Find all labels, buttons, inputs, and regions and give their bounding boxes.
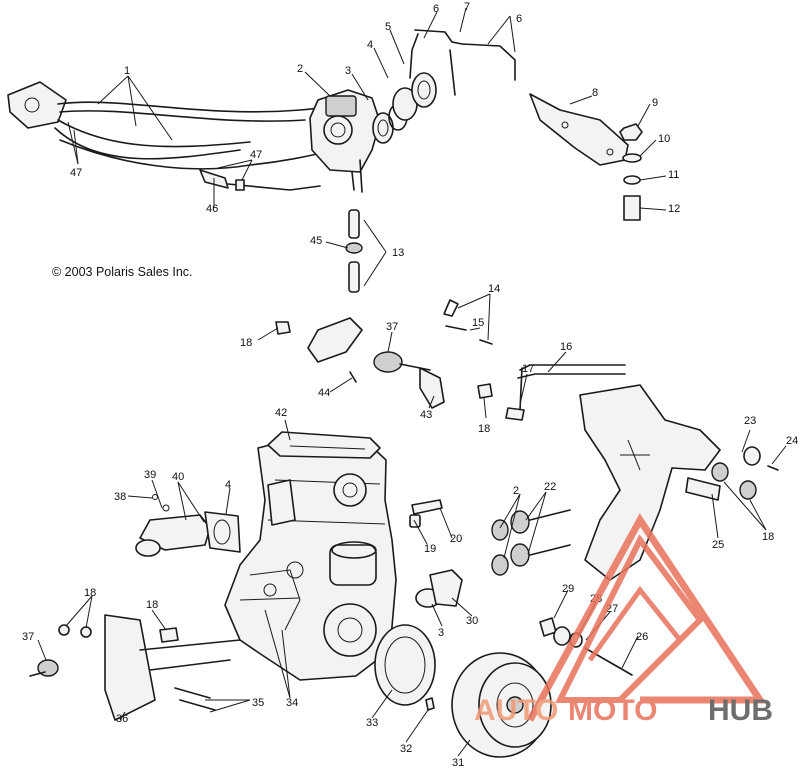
callout-39: 39 <box>144 469 156 481</box>
exhaust-manifold <box>135 494 241 557</box>
carb-rings <box>372 72 437 144</box>
callout-18b: 18 <box>478 423 490 435</box>
callout-22: 22 <box>544 481 556 493</box>
mount-bracket-top <box>529 93 629 166</box>
callout-6: 6 <box>433 3 439 15</box>
leader-lines <box>37 7 787 757</box>
callout-18a: 18 <box>240 337 252 349</box>
carburetor <box>309 89 381 193</box>
cable-adjuster <box>199 169 321 191</box>
callout-18e: 18 <box>146 599 158 611</box>
callout-40: 40 <box>172 471 184 483</box>
callout-15: 15 <box>472 317 484 329</box>
callout-2: 2 <box>297 63 303 75</box>
callout-33: 33 <box>366 717 378 729</box>
callout-8: 8 <box>592 87 598 99</box>
callout-7: 7 <box>464 1 470 13</box>
throttle-cables <box>7 81 346 170</box>
boot-and-clamp <box>345 209 363 293</box>
callout-1: 1 <box>124 65 130 77</box>
watermark-logo: AUTO MOTO HUB <box>474 513 773 727</box>
watermark-moto: MOTO <box>568 694 657 727</box>
watermark-auto: AUTO <box>474 694 558 727</box>
shift-rod <box>505 364 626 421</box>
callout-12: 12 <box>668 203 680 215</box>
callout-24: 24 <box>786 435 798 447</box>
callout-36: 36 <box>116 713 128 725</box>
engine-mounts <box>491 509 633 676</box>
callout-4: 4 <box>367 39 373 51</box>
callout-37b: 37 <box>22 631 34 643</box>
callout-26: 26 <box>636 631 648 643</box>
upper-mount-plate <box>275 299 493 409</box>
callout-19: 19 <box>424 543 436 555</box>
lower-engine-bracket <box>29 614 241 721</box>
callout-14: 14 <box>488 283 500 295</box>
callout-20: 20 <box>450 533 462 545</box>
engine-assembly <box>224 431 397 681</box>
callout-32: 32 <box>400 743 412 755</box>
callout-13: 13 <box>392 247 404 259</box>
callout-6b: 6 <box>516 13 522 25</box>
callout-46: 46 <box>206 203 218 215</box>
callout-47a: 47 <box>250 149 262 161</box>
drive-covers <box>374 499 463 711</box>
drive-clutch <box>451 652 552 758</box>
callout-43: 43 <box>420 409 432 421</box>
callout-38: 38 <box>114 491 126 503</box>
callout-31: 31 <box>452 757 464 769</box>
callout-4b: 4 <box>225 479 231 491</box>
callout-18d: 18 <box>84 587 96 599</box>
callout-30: 30 <box>466 615 478 627</box>
watermark-hub: HUB <box>708 694 773 727</box>
callout-25: 25 <box>712 539 724 551</box>
nut-washer-stack <box>619 123 643 221</box>
callout-3: 3 <box>345 65 351 77</box>
callout-11: 11 <box>668 169 679 181</box>
callout-16: 16 <box>560 341 572 353</box>
callout-34: 34 <box>286 697 298 709</box>
callout-35: 35 <box>252 697 264 709</box>
callout-42: 42 <box>275 407 287 419</box>
frame-bracket-right <box>579 384 779 581</box>
callout-47b: 47 <box>70 167 82 179</box>
callout-2b: 2 <box>513 485 519 497</box>
callout-9: 9 <box>652 97 658 109</box>
vent-tubes <box>409 29 516 96</box>
callout-3b: 3 <box>438 627 444 639</box>
callout-5: 5 <box>385 21 391 33</box>
callout-23a: 23 <box>744 415 756 427</box>
callout-29: 29 <box>562 583 574 595</box>
callout-17: 17 <box>522 363 534 375</box>
callout-45: 45 <box>310 235 322 247</box>
copyright-notice: © 2003 Polaris Sales Inc. <box>52 265 193 279</box>
callout-44: 44 <box>318 387 330 399</box>
callout-10: 10 <box>658 133 670 145</box>
callout-numbers: 1 2 3 4 5 6 7 6 8 9 10 11 12 13 45 46 47… <box>22 1 798 769</box>
callout-18c: 18 <box>762 531 774 543</box>
callout-37a: 37 <box>386 321 398 333</box>
